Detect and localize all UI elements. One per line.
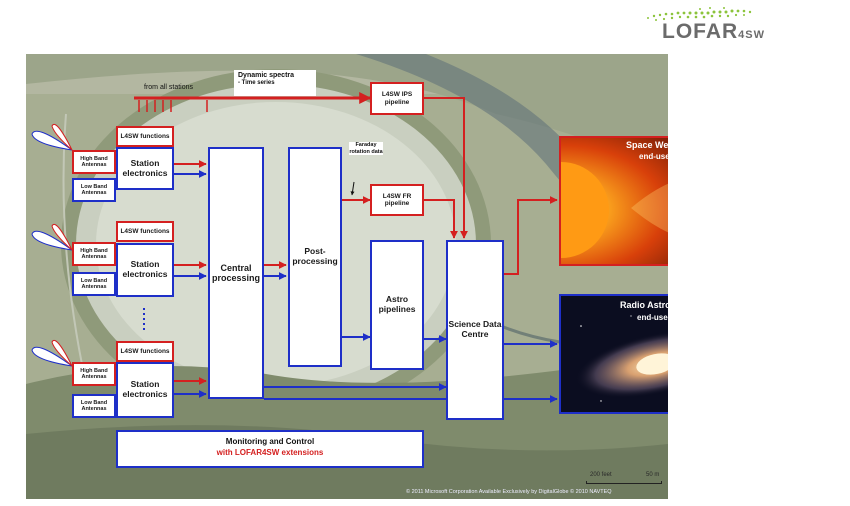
high-band-antennas-label: High Band Antennas: [80, 155, 108, 168]
high-band-antennas-box: High Band Antennas: [72, 150, 116, 174]
scale-bar: [586, 481, 662, 484]
monitoring-control-box: Monitoring and Control with LOFAR4SW ext…: [116, 430, 424, 468]
low-band-antennas-label: Low Band Antennas: [80, 183, 108, 196]
sun-magnetosphere-image: [561, 138, 668, 264]
l4sw-functions-box: L4SW functions: [116, 221, 174, 242]
galaxy-image: [575, 315, 668, 402]
high-band-antennas-label: High Band Antennas: [80, 247, 108, 260]
astro-pipelines-box: Astro pipelines: [370, 240, 424, 370]
low-band-antennas-box: Low Band Antennas: [72, 178, 116, 202]
radio-astronomy-title: Radio Astronomy: [620, 300, 668, 310]
station-electronics-label: Station electronics: [122, 157, 168, 178]
lofar4sw-extensions-label: with LOFAR4SW extensions: [216, 447, 324, 457]
antenna-lobes: [31, 124, 73, 367]
space-weather-subtitle: end-users: [639, 152, 668, 161]
space-weather-panel: [559, 136, 668, 266]
low-band-antennas-label: Low Band Antennas: [80, 399, 108, 412]
l4sw-functions-label: L4SW functions: [120, 347, 170, 355]
fr-pipeline-label: L4SW FR pipeline: [382, 192, 412, 207]
logo-suffix: 4SW: [738, 29, 766, 41]
radio-astronomy-subtitle: end-users: [637, 313, 668, 322]
logo-name: LOFAR: [662, 20, 739, 43]
low-band-antennas-box: Low Band Antennas: [72, 272, 116, 296]
l4sw-functions-label: L4SW functions: [120, 132, 170, 140]
station-electronics-box: Station electronics: [116, 243, 174, 297]
low-band-antennas-box: Low Band Antennas: [72, 394, 116, 418]
space-weather-title: Space Weather: [626, 140, 668, 150]
high-band-antennas-box: High Band Antennas: [72, 362, 116, 386]
post-processing-label: Post-processing: [292, 246, 338, 266]
astro-pipelines-label: Astro pipelines: [378, 294, 416, 314]
central-processing-box: Central processing: [208, 147, 264, 399]
station-electronics-box: Station electronics: [116, 147, 174, 190]
science-data-centre-box: Science Data Centre: [446, 240, 504, 420]
diagram-stage: Space Weather end-users Radio Astronomy …: [26, 54, 668, 499]
l4sw-functions-box: L4SW functions: [116, 341, 174, 362]
station-electronics-label: Station electronics: [122, 259, 168, 279]
scale-label: 200 feet: [590, 472, 612, 478]
ips-pipeline-label: L4SW IPS pipeline: [381, 91, 413, 106]
radio-astronomy-panel: [559, 294, 668, 414]
high-band-antennas-label: High Band Antennas: [80, 367, 108, 380]
science-data-centre-label: Science Data Centre: [448, 319, 502, 339]
dynamic-spectra-callout: Dynamic spectra - Time series: [234, 70, 316, 96]
from-all-stations-label: from all stations: [144, 84, 194, 91]
lofar4sw-logo-swoosh: [647, 7, 752, 21]
faraday-label: Faraday rotation data: [349, 142, 383, 155]
central-processing-label: Central processing: [211, 262, 260, 283]
station-electronics-box: Station electronics: [116, 362, 174, 418]
map-copyright: © 2011 Microsoft Corporation Available E…: [406, 489, 612, 495]
flow-arrows: [134, 92, 558, 403]
lofar4sw-logo-text: LOFAR4SW: [662, 20, 765, 44]
time-series-label: - Time series: [238, 80, 275, 87]
fr-pipeline-box: L4SW FR pipeline: [370, 184, 424, 216]
l4sw-functions-box: L4SW functions: [116, 126, 174, 147]
l4sw-functions-label: L4SW functions: [120, 227, 170, 235]
low-band-antennas-label: Low Band Antennas: [80, 277, 108, 290]
high-band-antennas-box: High Band Antennas: [72, 242, 116, 266]
station-electronics-label: Station electronics: [122, 379, 168, 399]
monitoring-control-label: Monitoring and Control: [225, 437, 315, 446]
post-processing-box: Post-processing: [288, 147, 342, 367]
dynamic-spectra-label: Dynamic spectra: [238, 72, 295, 79]
faraday-callout: Faraday rotation data: [349, 142, 383, 156]
scale-label-metric: 50 m: [646, 472, 660, 478]
ips-pipeline-box: L4SW IPS pipeline: [370, 82, 424, 115]
